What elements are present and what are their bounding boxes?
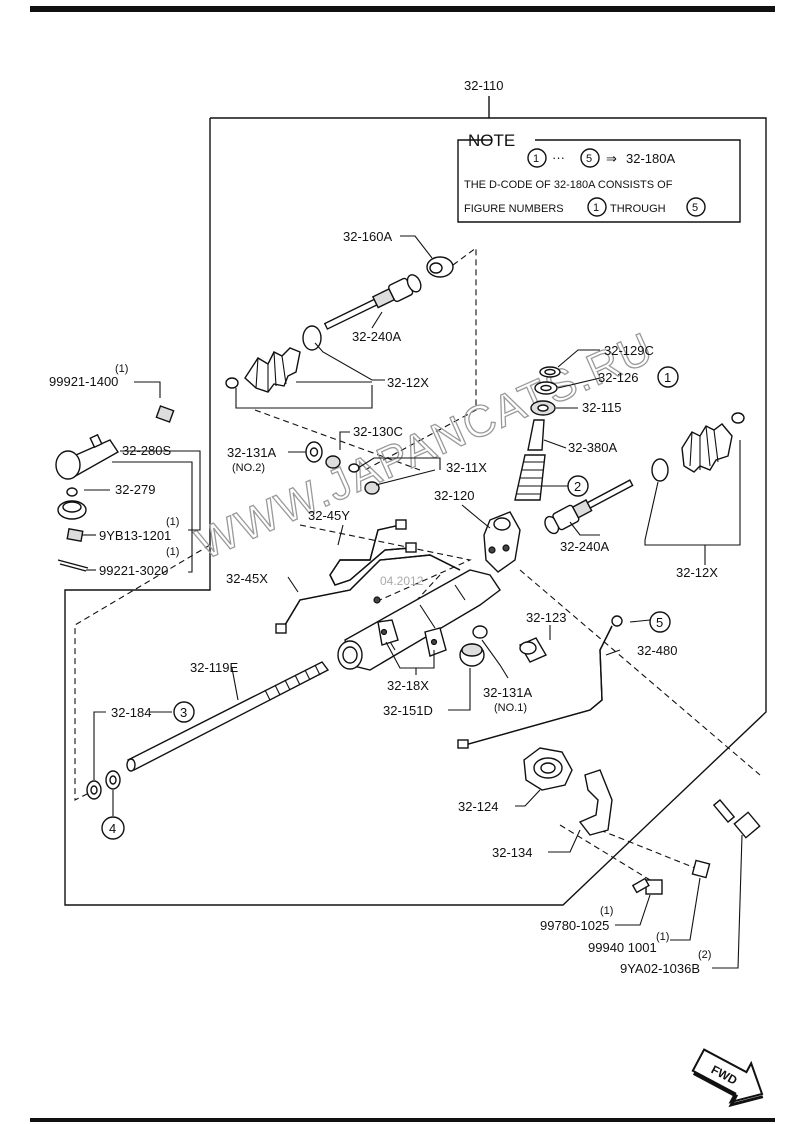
note-box: NOTE 1 ··· 5 ⇒ 32-180A THE D-CODE OF 32-… — [457, 131, 741, 223]
label-9YB13-1201: 9YB13-1201 — [99, 528, 171, 543]
callout-2: 2 — [574, 479, 581, 494]
note-line3-mid: THROUGH — [610, 203, 666, 215]
part-32-131A-top — [305, 441, 323, 463]
part-nut-9YB13-1201 — [66, 528, 84, 542]
callout-3: 3 — [180, 705, 187, 720]
label-assembly: 32-110 — [464, 78, 504, 93]
note-range-start: 1 — [533, 153, 539, 165]
part-32-380A — [514, 419, 546, 501]
label-32-12X-right: 32-12X — [676, 565, 718, 580]
part-32-280S — [55, 433, 120, 480]
assembly-frame — [64, 117, 767, 906]
part-32-160A — [426, 256, 454, 278]
callout-5: 5 — [656, 615, 663, 630]
part-bolt-9YA02-1036B — [712, 799, 761, 839]
label-32-119E: 32-119E — [190, 660, 239, 675]
label-32-18X: 32-18X — [387, 678, 429, 693]
label-32-124: 32-124 — [458, 799, 498, 814]
part-32-120 — [483, 511, 521, 573]
note-line3-n1: 1 — [593, 202, 599, 214]
part-32-184 — [86, 780, 102, 800]
label-99921-1400: 99921-1400 — [49, 374, 118, 389]
part-nut-99940-1001 — [691, 859, 711, 879]
label-99940-1001: 99940 1001 — [588, 940, 657, 955]
part-pin-99221-3020 — [57, 559, 89, 572]
label-99780-1025-qty: (1) — [600, 905, 613, 917]
label-32-123: 32-123 — [526, 610, 566, 625]
note-range-code: 32-180A — [626, 151, 675, 166]
callout-1: 1 — [664, 370, 671, 385]
part-32-131A-bottom — [472, 625, 488, 639]
part-32-123 — [518, 637, 548, 663]
part-32-124 — [523, 747, 573, 791]
part-seal-4 — [105, 770, 121, 790]
label-32-184: 32-184 — [111, 705, 151, 720]
part-32-480 — [457, 615, 623, 749]
note-line3-prefix: FIGURE NUMBERS — [464, 203, 564, 215]
part-32-240A-top — [323, 274, 422, 330]
label-99921-1400-qty: (1) — [115, 363, 128, 375]
label-32-160A: 32-160A — [343, 229, 392, 244]
part-32-12X-right — [651, 412, 745, 482]
label-32-131A-top: 32-131A — [227, 445, 276, 460]
label-32-45X: 32-45X — [226, 571, 268, 586]
label-32-129C: 32-129C — [604, 343, 654, 358]
label-32-480: 32-480 — [637, 643, 677, 658]
label-32-151D: 32-151D — [383, 703, 433, 718]
part-32-119E — [126, 661, 330, 772]
label-32-130C: 32-130C — [353, 424, 403, 439]
note-title: NOTE — [468, 131, 515, 150]
label-32-45Y: 32-45Y — [308, 508, 350, 523]
label-99780-1025: 99780-1025 — [540, 918, 609, 933]
label-32-126: 32-126 — [598, 370, 638, 385]
note-line3-n2: 5 — [692, 202, 698, 214]
label-32-280S: 32-280S — [122, 443, 171, 458]
label-32-120: 32-120 — [434, 488, 474, 503]
label-32-12X-left: 32-12X — [387, 375, 429, 390]
label-32-279: 32-279 — [115, 482, 155, 497]
watermark-date: 04.2012 — [380, 574, 424, 588]
label-9YA02-1036B: 9YA02-1036B — [620, 961, 700, 976]
part-32-126 — [534, 381, 558, 395]
label-32-131A-top-sub: (NO.2) — [232, 462, 265, 474]
note-line2: THE D-CODE OF 32-180A CONSISTS OF — [464, 179, 673, 191]
fwd-arrow-icon: FWD — [691, 1048, 764, 1108]
note-arrow: ⇒ — [606, 151, 617, 166]
part-32-151D — [459, 643, 485, 667]
part-32-115 — [530, 400, 556, 416]
part-32-12X-left — [225, 325, 322, 393]
top-rule — [30, 6, 775, 12]
label-99940-1001-qty: (1) — [656, 931, 669, 943]
label-99221-3020-qty: (1) — [166, 546, 179, 558]
part-32-134 — [578, 769, 613, 836]
part-32-18X — [377, 619, 447, 657]
part-bolt-99780-1025 — [631, 877, 663, 895]
label-32-115: 32-115 — [582, 400, 622, 415]
part-32-130C — [325, 455, 341, 469]
bottom-rule — [30, 1118, 775, 1122]
callout-4: 4 — [109, 821, 116, 836]
part-32-240A-right — [544, 479, 634, 535]
label-9YA02-1036B-qty: (2) — [698, 949, 711, 961]
label-99221-3020: 99221-3020 — [99, 563, 168, 578]
label-32-240A-right: 32-240A — [560, 539, 609, 554]
label-32-131A-bottom-sub: (NO.1) — [494, 702, 527, 714]
label-9YB13-1201-qty: (1) — [166, 516, 179, 528]
label-32-11X: 32-11X — [446, 460, 487, 475]
label-32-380A: 32-380A — [568, 440, 617, 455]
part-32-279 — [57, 487, 87, 520]
label-32-134: 32-134 — [492, 845, 532, 860]
part-32-129C — [539, 366, 561, 378]
note-range-end: 5 — [586, 153, 592, 165]
note-range-sep: ··· — [552, 150, 565, 165]
label-32-131A-bottom: 32-131A — [483, 685, 532, 700]
label-32-240A-top: 32-240A — [352, 329, 401, 344]
part-32-45X — [281, 554, 461, 631]
part-nut-99921-1400 — [155, 405, 175, 423]
